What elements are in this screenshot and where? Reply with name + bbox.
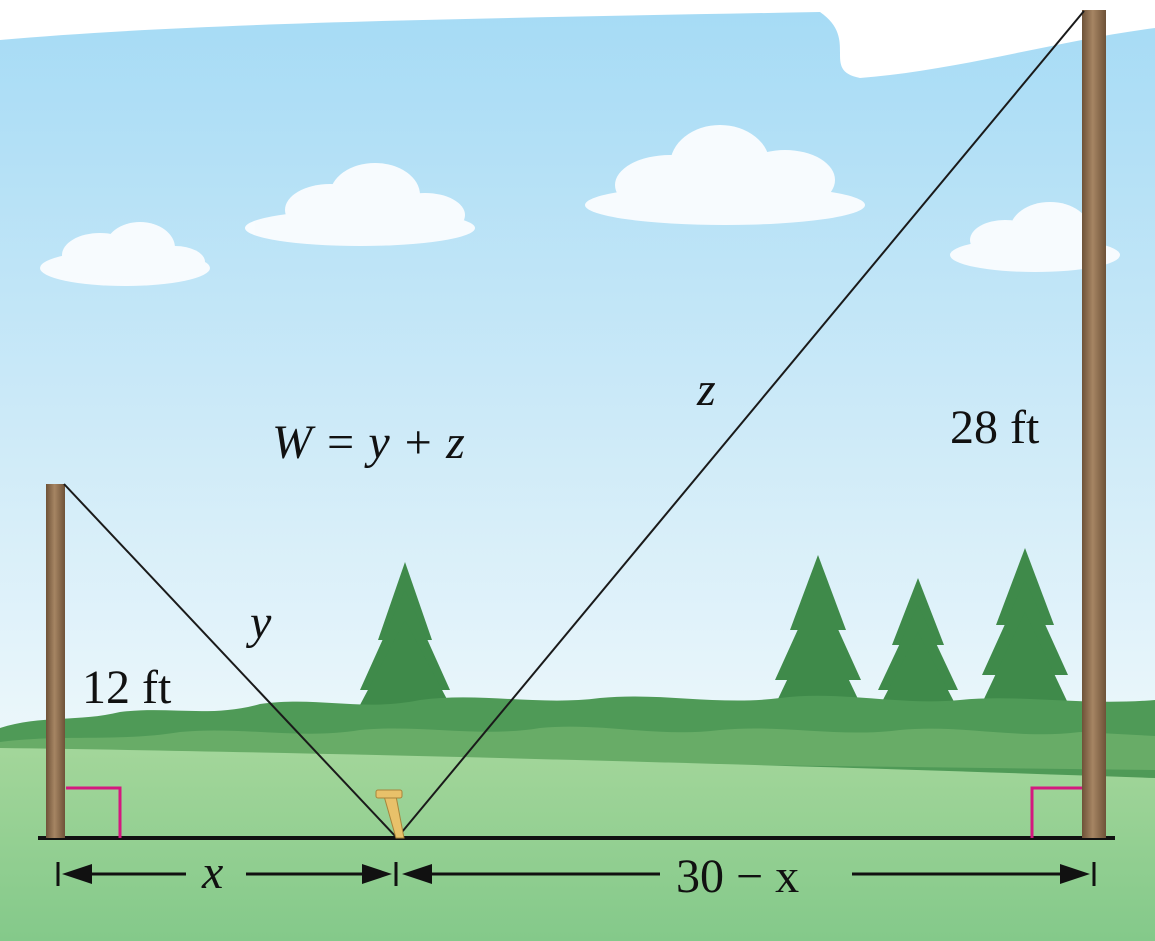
right-angle-marker-left	[66, 786, 122, 838]
tree	[768, 555, 868, 720]
wire-y	[63, 483, 398, 839]
tree	[975, 548, 1075, 718]
wire-z	[396, 10, 1085, 839]
right-pole	[1082, 10, 1106, 838]
sky	[0, 12, 1155, 760]
right-pole-height-label: 28 ft	[950, 401, 1040, 454]
wire-z-label: z	[696, 363, 716, 416]
cloud	[950, 202, 1120, 272]
left-pole-height-label: 12 ft	[82, 661, 172, 714]
cloud	[245, 163, 475, 246]
cloud	[585, 125, 865, 225]
tree	[352, 562, 458, 720]
wire-y-label: y	[245, 596, 272, 649]
right-angle-marker-right	[1030, 786, 1082, 838]
left-pole	[46, 484, 65, 838]
cloud	[40, 222, 210, 286]
dimension-30-minus-x	[402, 862, 1096, 886]
grass	[0, 748, 1155, 941]
distance-30-minus-x-label: 30 − x	[676, 850, 799, 903]
formula-label: W = y + z	[272, 416, 465, 469]
stake-icon	[375, 789, 405, 839]
dimension-x	[56, 862, 398, 886]
distance-x-label: x	[201, 846, 223, 899]
